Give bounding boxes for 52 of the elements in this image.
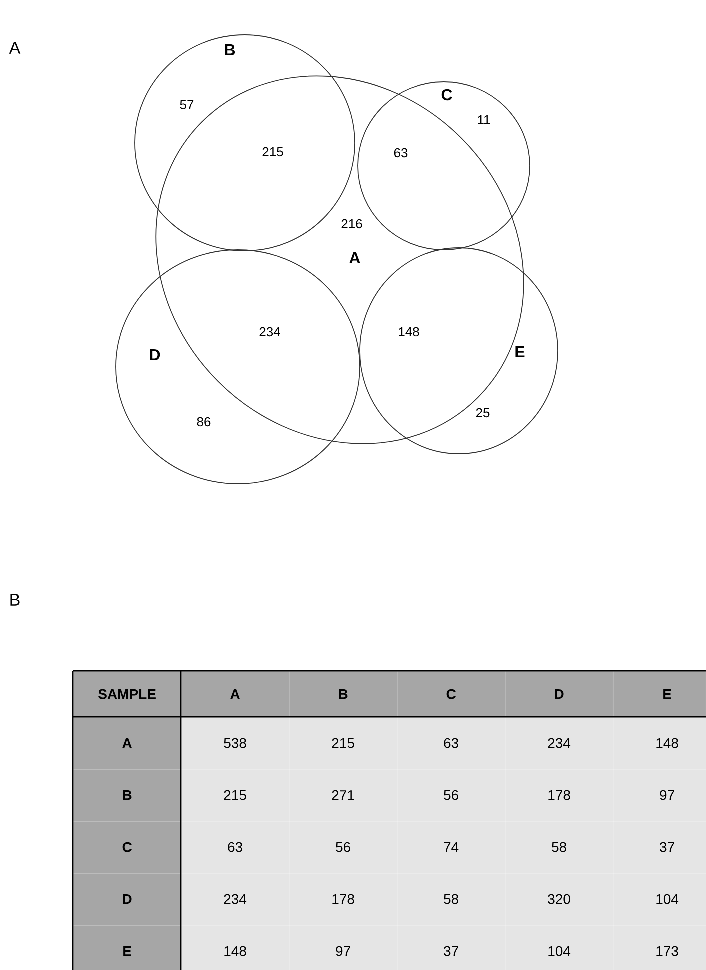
- row-header-cell: A: [73, 717, 182, 770]
- row-header-cell: E: [73, 925, 182, 970]
- table-cell: 37: [613, 821, 706, 874]
- set-count: 216: [342, 219, 362, 229]
- header-cell: E: [613, 671, 706, 718]
- overlap-count: 215: [262, 147, 284, 157]
- set-count: 57: [180, 100, 194, 110]
- set-count: 86: [197, 417, 211, 427]
- table-cell: 271: [289, 769, 398, 822]
- table-cell: 234: [181, 873, 290, 926]
- header-cell: SAMPLE: [73, 671, 182, 718]
- table-cell: 97: [613, 769, 706, 822]
- set-label: B: [225, 44, 236, 56]
- row-header-cell: C: [73, 821, 182, 874]
- panel-label: B: [10, 594, 20, 606]
- row-header-cell: D: [73, 873, 182, 926]
- table-cell: 538: [181, 717, 290, 770]
- header-cell: D: [505, 671, 614, 718]
- header-cell: C: [397, 671, 506, 718]
- overlap-count: 234: [260, 327, 280, 337]
- table-cell: 215: [289, 717, 398, 770]
- table-cell: 58: [397, 873, 506, 926]
- header-cell: A: [181, 671, 290, 718]
- overlap-count: 148: [399, 327, 420, 337]
- table-cell: 148: [613, 717, 706, 770]
- table-cell: 320: [505, 873, 614, 926]
- table-cell: 74: [397, 821, 506, 874]
- set-label: C: [442, 89, 452, 101]
- table-cell: 178: [505, 769, 614, 822]
- table-cell: 178: [289, 873, 398, 926]
- set-label: D: [150, 350, 160, 361]
- table-cell: 104: [505, 925, 614, 970]
- table-cell: 58: [505, 821, 614, 874]
- table-cell: 215: [181, 769, 290, 822]
- table-cell: 148: [181, 925, 290, 970]
- panel-label: A: [9, 42, 21, 54]
- table-cell: 56: [289, 821, 398, 874]
- table-cell: 104: [613, 873, 706, 926]
- set-count: 25: [476, 408, 490, 418]
- table-cell: 63: [397, 717, 506, 770]
- table-cell: 97: [289, 925, 398, 970]
- table-cell: 63: [181, 821, 290, 874]
- table-cell: 234: [505, 717, 614, 770]
- overlap-count: 63: [394, 148, 408, 158]
- set-label: E: [516, 346, 525, 358]
- set-count: 11: [478, 116, 490, 124]
- table-cell: 173: [613, 925, 706, 970]
- row-header-cell: B: [73, 769, 182, 822]
- table-cell: 56: [397, 769, 506, 822]
- set-label: A: [350, 252, 360, 264]
- header-cell: B: [289, 671, 398, 718]
- table-cell: 37: [397, 925, 506, 970]
